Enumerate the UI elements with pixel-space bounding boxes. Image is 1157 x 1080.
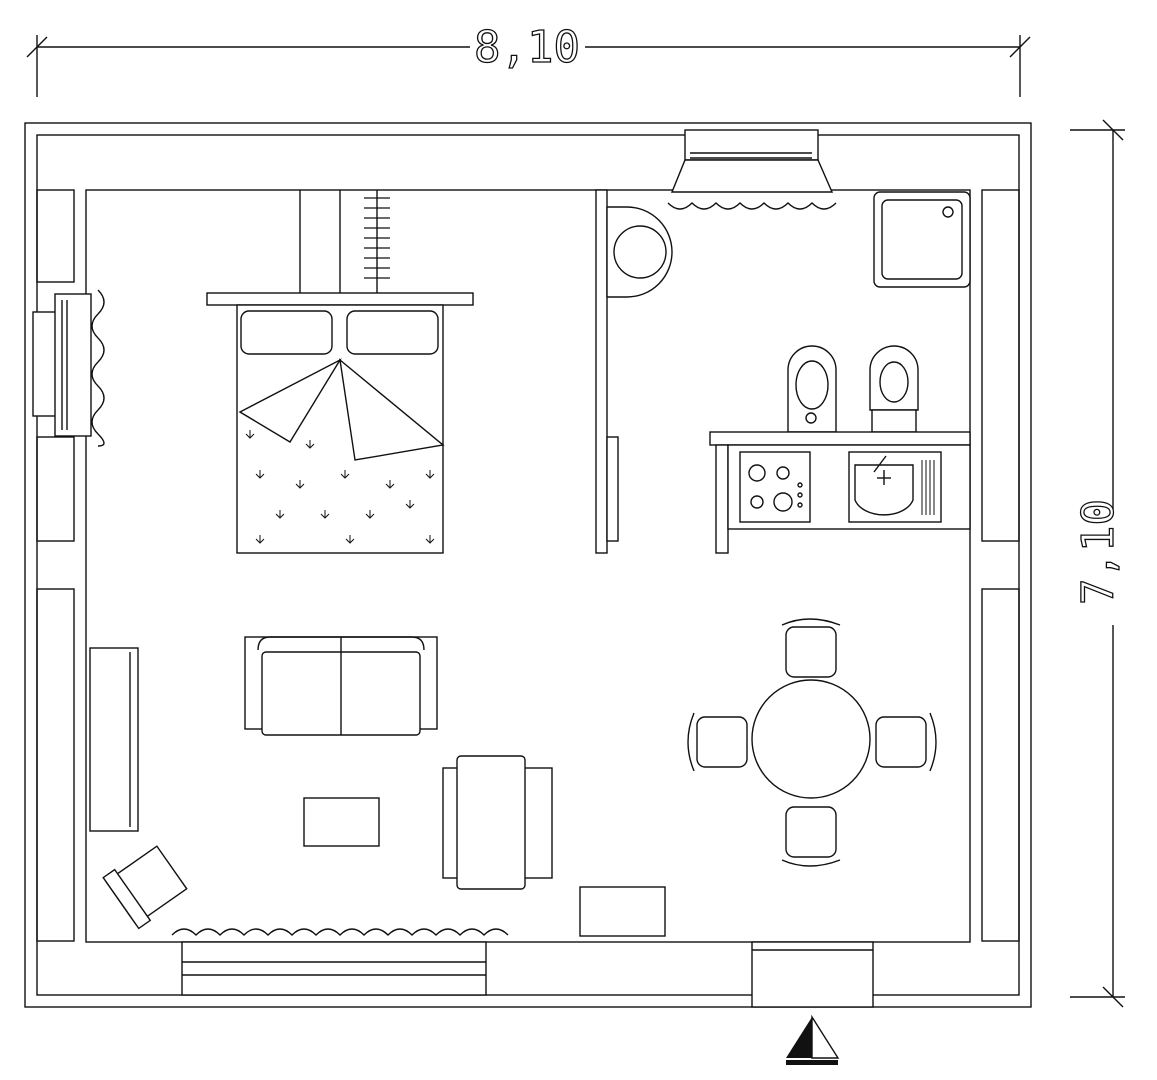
width-dimension: 8,10 [26,21,1031,97]
entrance-door [751,941,874,1008]
bathroom-fixtures [606,191,971,433]
toilet [869,345,919,411]
sofa [244,636,438,736]
side-table [579,886,666,937]
bottom-window [171,928,509,996]
wardrobe [299,190,390,293]
kitchen-sink [848,451,942,523]
coffee-table [303,797,380,847]
shower-tray [873,191,971,288]
walls [24,122,1032,1008]
round-table [751,679,871,799]
armchair [442,755,553,890]
width-dimension-label: 8,10 [474,22,580,73]
double-bed [206,292,474,554]
north-arrow-icon [786,1014,840,1065]
tv-unit [89,647,139,832]
bidet [787,345,837,433]
left-window [32,289,105,447]
dining-set [687,618,937,867]
washbasin [606,206,673,298]
height-dimension-label: 7,10 [1073,499,1124,605]
height-dimension: 7,10 [1070,119,1125,1008]
kitchen-counter [709,431,971,554]
armchair-corner [102,845,188,930]
top-window [667,129,837,210]
